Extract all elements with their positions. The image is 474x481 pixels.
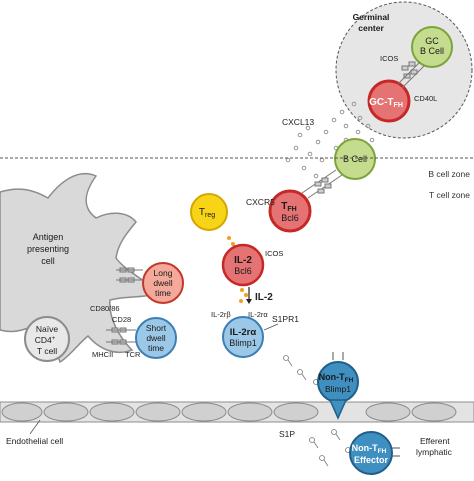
treg-label: Treg: [199, 207, 215, 219]
naive-cd4-t-cell: [24, 316, 70, 362]
gc-bcell-label-2: B Cell: [420, 46, 444, 56]
gc-bcell-label-1: GC: [425, 36, 439, 46]
il2-secreted-dots: [239, 288, 248, 303]
il2rb-label: IL-2rβ: [211, 310, 231, 319]
il2ra-cell-label-2: Blimp1: [229, 338, 257, 348]
mhcii-label: MHCII: [92, 350, 113, 359]
bcell-zone-label: B cell zone: [428, 169, 470, 179]
short-dwell-receptors: [106, 327, 136, 345]
il2ra-label: IL-2rα: [248, 310, 268, 319]
tfh-cell: [268, 189, 312, 233]
s1pr1-pointer: [263, 323, 279, 331]
il2-bcl6-cell: [221, 243, 265, 287]
germinal-center-label-1: Germinal: [353, 12, 390, 22]
s1pr1-label: S1PR1: [272, 314, 299, 324]
cxcl13-label: CXCL13: [282, 117, 314, 127]
non-tfh-label-2: Blimp1: [325, 384, 351, 394]
efferent-label-2: lymphatic: [416, 447, 453, 457]
il2-cell-label-1: IL-2: [234, 255, 252, 266]
icos-mid-label: ICOS: [265, 249, 283, 258]
non-tfh-label: Non-TFH: [319, 372, 354, 384]
short-label-2: dwell: [146, 333, 165, 343]
tcell-zone-label: T cell zone: [429, 190, 470, 200]
non-tfh-migration-tail: [328, 399, 348, 420]
s1p-label: S1P: [279, 429, 295, 439]
cd28-label: CD28: [112, 315, 131, 324]
il2ra-blimp1-cell: [222, 316, 264, 358]
naive-label-1: Naïve: [36, 324, 58, 334]
cd80-86-label: CD80/86: [90, 304, 120, 313]
cxcr5-label: CXCR5: [246, 197, 275, 207]
tcr-label: TCR: [125, 350, 141, 359]
efferent-label-1: Efferent: [420, 436, 450, 446]
long-dwell-cell: [142, 262, 184, 304]
short-label-3: time: [148, 343, 164, 353]
naive-label-3: T cell: [37, 346, 57, 356]
naive-label-2: CD4+: [35, 335, 56, 345]
short-label-1: Short: [146, 323, 167, 333]
treg-cell: [190, 193, 228, 231]
b-cell: [334, 138, 376, 180]
endothelial-cells: [1, 402, 457, 422]
endothelial-pointer: [29, 419, 41, 435]
il2-cell-label-2: Bcl6: [234, 266, 252, 276]
short-dwell-cell: [135, 317, 177, 359]
icos-top-label: ICOS: [380, 54, 398, 63]
long-label-1: Long: [154, 268, 173, 278]
cxcl13-dots: [285, 101, 375, 179]
apc-label-1: Antigen: [33, 232, 64, 242]
gc-b-cell: [411, 26, 453, 68]
il2ra-cell-label-1: IL-2rα: [230, 327, 257, 338]
gc-tfh-cell: [367, 79, 411, 123]
gc-receptors: [397, 61, 425, 89]
apc-label-2: presenting: [27, 244, 69, 254]
tfh-bcl6-label: Bcl6: [281, 213, 299, 223]
bcell-label: B Cell: [343, 154, 367, 164]
long-dwell-receptors: [116, 267, 143, 283]
germinal-center-label-2: center: [358, 23, 384, 33]
non-tfh-effector-cell: [349, 431, 393, 475]
long-label-2: dwell: [153, 278, 172, 288]
il2-arrow-label: IL-2: [255, 292, 273, 303]
il2-arrow-head: [246, 299, 252, 304]
treg-il2-dots: [227, 236, 235, 246]
gc-tfh-label: GC-TFH: [369, 97, 403, 109]
long-label-3: time: [155, 288, 171, 298]
endothelial-label: Endothelial cell: [6, 436, 63, 446]
cd40l-label: CD40L: [414, 94, 437, 103]
tfh-label: TFH: [281, 201, 296, 213]
apc-label-3: cell: [41, 256, 55, 266]
effector-label-2: Effector: [354, 455, 389, 465]
tfh-bcell-receptors: [301, 169, 343, 199]
effector-label: Non-TFH: [352, 443, 387, 455]
